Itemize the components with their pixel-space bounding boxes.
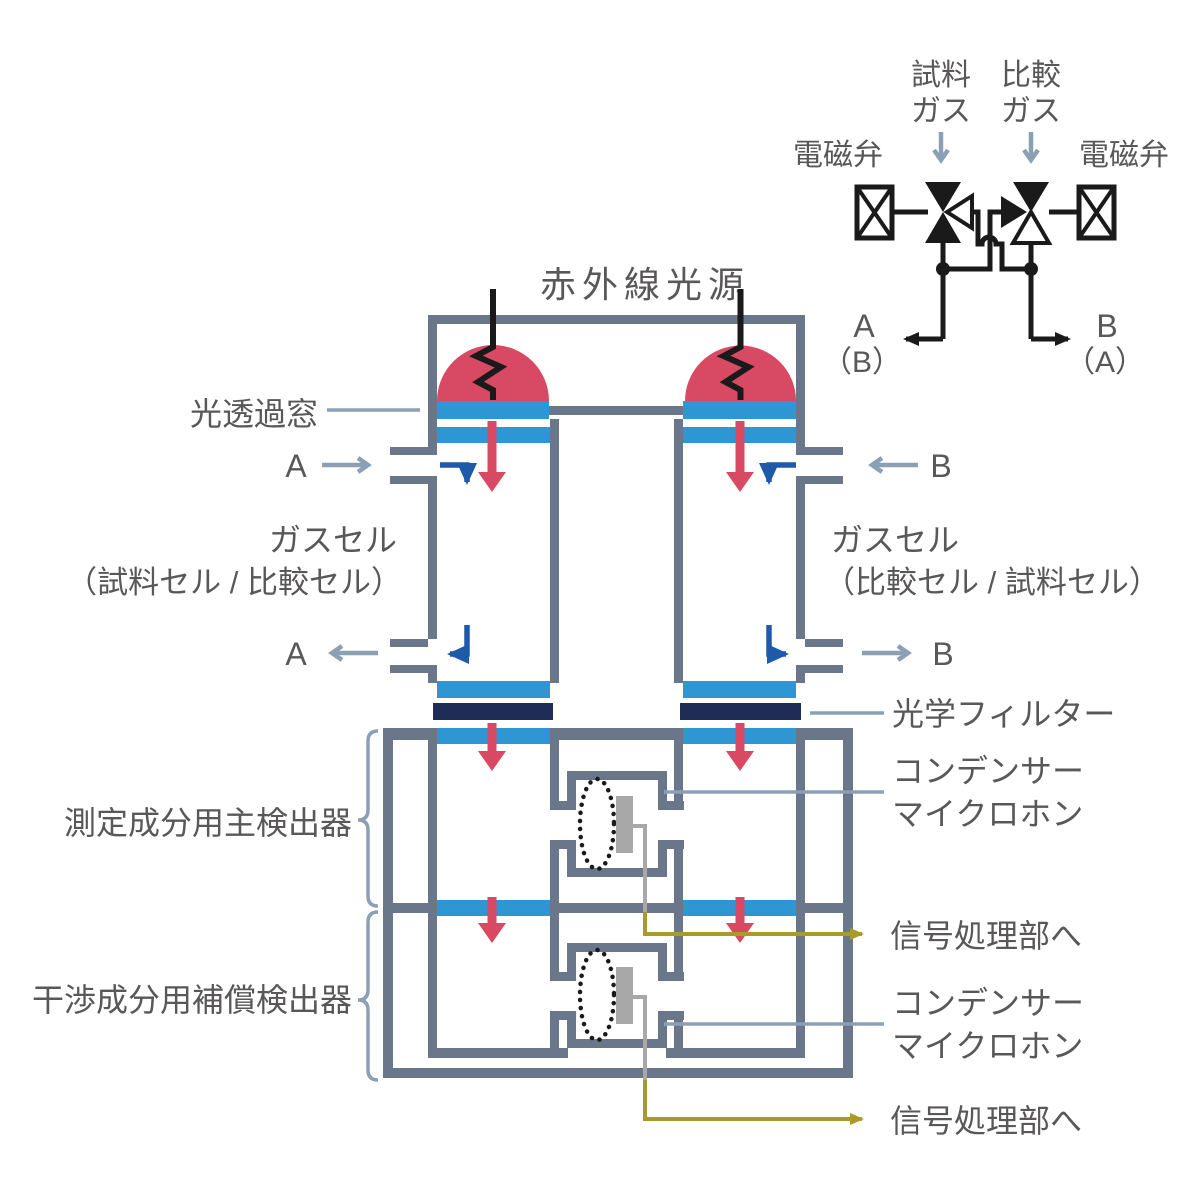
solenoid-valve-unit: 試料 ガス 比較 ガス 電磁弁 電磁弁 [793,59,1169,379]
detector-braces [357,729,379,1082]
signal-lines [633,824,864,1125]
detector-block [383,728,853,1078]
gas-cell-right-label-line2: （比較セル / 試料セル） [824,565,1160,600]
diaphragm-upper-icon [577,776,617,872]
signal-lower-label: 信号処理部へ [890,1103,1082,1139]
gas-cell-labels: A A B B ガスセル （試料セル / 比較セル） ガスセル （比較セル / … [66,448,1160,672]
callout-lines [664,711,884,1026]
reference-gas-label-line2: ガス [1001,95,1061,128]
ir-arrow-detector1-left-icon [478,723,506,771]
sample-gas-label-line2: ガス [911,95,971,128]
junction-dot-left [936,262,950,276]
mic-wire-lower [633,995,647,1080]
optical-filter-label: 光学フィルター [892,696,1115,732]
mic-upper-label-line1: コンデンサー [892,753,1084,789]
solenoid-coil-right-icon [1076,184,1117,241]
signal-line-upper [643,912,864,940]
gas-cell-left-label-line2: （試料セル / 比較セル） [66,565,402,600]
condenser-microphone-lower [550,943,684,1048]
flow-arrow-b-in-icon [759,462,796,485]
signal-line-lower [643,1080,864,1125]
mic-wire-upper [633,824,647,912]
signal-upper-label: 信号処理部へ [890,918,1082,954]
three-way-valve-right-icon [1001,182,1053,245]
three-way-valve-left-icon [925,182,974,243]
port-b-in-label: B [930,448,951,484]
ir-beam-arrows [478,421,754,943]
valve-outlet-left-sublabel: （B） [822,346,902,379]
valve-outlet-left-label: A [853,308,875,344]
window-callout: 光透過窓 [190,396,420,432]
gas-cell-left [390,419,559,720]
valve-piping [892,209,1079,346]
port-b-out-label: B [932,636,953,672]
valve-outlet-right-label: B [1096,308,1117,344]
ir-arrow-cell-left-icon [478,421,506,492]
detector-labels: 光学フィルター 測定成分用主検出器 干渉成分用補償検出器 コンデンサー マイクロ… [32,696,1115,1139]
gas-cell-left-label-line1: ガスセル [269,522,397,558]
ir-source-label: 赤外線光源 [540,264,750,305]
flow-arrow-a-in-icon [440,462,477,485]
port-a-in-label: A [285,448,307,484]
ir-arrow-detector1-right-icon [726,723,754,771]
ir-arrow-detector2-left-icon [478,897,506,943]
junction-dot-right [1024,262,1038,276]
mic-lower-label-line2: マイクロホン [892,1028,1083,1064]
window-label: 光透過窓 [190,396,318,432]
diaphragm-lower-icon [577,947,617,1043]
ir-arrow-cell-right-icon [726,421,754,492]
mic-upper-label-line2: マイクロホン [892,796,1083,832]
solenoid-valve-right-label: 電磁弁 [1079,139,1169,172]
compensation-detector-brace-icon [357,910,379,1082]
flow-arrow-a-out-icon [447,625,470,664]
gas-cell-right-label-line1: ガスセル [831,522,959,558]
solenoid-coil-left-icon [854,184,895,241]
crossover-line-b [949,209,1001,272]
lamp-housing: 赤外線光源 [428,264,805,419]
condenser-microphone-upper [550,771,684,877]
gas-cell-right [674,419,843,720]
electrode-upper [616,796,633,853]
sample-gas-label-line1: 試料 [911,59,971,92]
light-window-left [437,401,549,419]
main-detector-label: 測定成分用主検出器 [64,805,352,841]
optical-filter-right [680,703,801,720]
electrode-lower [616,967,633,1024]
gas-flow-arrows [440,462,796,664]
reference-gas-label-line1: 比較 [1001,59,1061,92]
port-a-out-label: A [285,636,307,672]
compensation-detector-label: 干渉成分用補償検出器 [32,982,352,1018]
light-window-right [683,401,796,419]
valve-outlet-right-sublabel: （A） [1065,346,1145,379]
main-detector-brace-icon [357,729,379,908]
flow-arrow-b-out-icon [766,625,789,664]
optical-filter-left [433,703,553,720]
solenoid-valve-left-label: 電磁弁 [793,139,883,172]
mic-lower-label-line1: コンデンサー [892,985,1084,1021]
